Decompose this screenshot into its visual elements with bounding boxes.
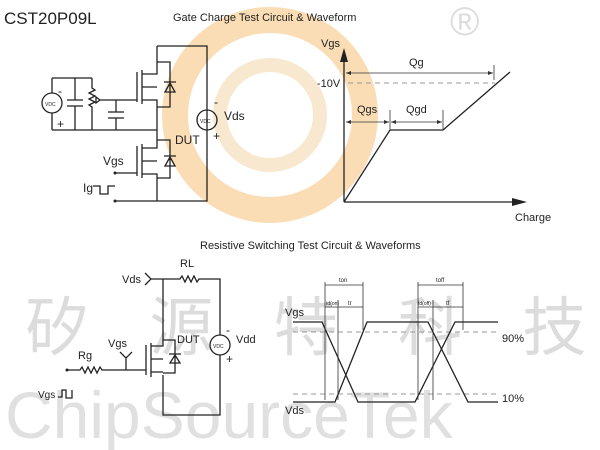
svg-text:+: + bbox=[226, 352, 233, 366]
svg-text:-: - bbox=[226, 323, 230, 337]
gate-charge-waveform: Vgs -10V Qg Qgs Qgd Charge bbox=[317, 38, 551, 224]
svg-text:tr: tr bbox=[348, 301, 352, 307]
svg-text:DUT: DUT bbox=[177, 334, 200, 346]
svg-text:-: - bbox=[58, 84, 62, 98]
registered-mark: ® bbox=[450, 0, 479, 44]
svg-text:+: + bbox=[213, 129, 220, 143]
svg-text:RL: RL bbox=[180, 258, 194, 270]
svg-text:-: - bbox=[214, 95, 218, 109]
svg-text:tf: tf bbox=[446, 301, 450, 307]
svg-text:ton: ton bbox=[339, 278, 347, 284]
switching-circuit: VDC - + Vds RL Vgs Rg DUT Vdd Vgs bbox=[38, 258, 256, 416]
ig-label: Ig bbox=[83, 181, 93, 195]
switching-waveform: ton td(on) tr toff td(off) tf Vgs Vds 90… bbox=[285, 278, 524, 417]
vds-label: Vds bbox=[224, 109, 245, 123]
svg-text:Vgs: Vgs bbox=[38, 390, 55, 401]
gate-charge-title: Gate Charge Test Circuit & Waveform bbox=[173, 12, 356, 24]
svg-text:10%: 10% bbox=[502, 393, 524, 405]
svg-text:-10V: -10V bbox=[317, 78, 341, 90]
svg-text:Vgs: Vgs bbox=[321, 38, 340, 50]
svg-text:td(on): td(on) bbox=[326, 301, 339, 307]
svg-text:Charge: Charge bbox=[515, 212, 551, 224]
svg-text:VDC: VDC bbox=[45, 102, 56, 108]
vgs-label: Vgs bbox=[103, 154, 124, 168]
svg-text:Vgs: Vgs bbox=[285, 307, 304, 319]
svg-text:Rg: Rg bbox=[78, 350, 92, 362]
part-number: CST20P09L bbox=[4, 9, 97, 28]
svg-text:VDC: VDC bbox=[213, 344, 224, 350]
svg-text:Vds: Vds bbox=[122, 274, 141, 286]
svg-text:+: + bbox=[57, 117, 64, 131]
gate-charge-circuit: VDC - + VDC - + Vds DUT Vgs Ig bbox=[41, 45, 245, 203]
svg-text:toff: toff bbox=[436, 278, 445, 284]
svg-text:td(off): td(off) bbox=[418, 301, 431, 307]
switching-title: Resistive Switching Test Circuit & Wavef… bbox=[200, 240, 421, 252]
dut-label: DUT bbox=[175, 133, 200, 147]
watermark-latin: ChipSourceTek bbox=[5, 378, 454, 450]
watermark-chinese: 矽 源 特 科 技 bbox=[25, 292, 600, 366]
svg-text:Qgd: Qgd bbox=[406, 104, 427, 116]
logo-watermark bbox=[162, 7, 378, 223]
svg-text:Qg: Qg bbox=[409, 57, 424, 69]
svg-text:Qgs: Qgs bbox=[357, 104, 378, 116]
svg-text:Vgs: Vgs bbox=[108, 338, 127, 350]
svg-text:VDC: VDC bbox=[200, 119, 211, 125]
svg-text:Vdd: Vdd bbox=[236, 334, 256, 346]
svg-text:90%: 90% bbox=[502, 333, 524, 345]
svg-text:Vds: Vds bbox=[285, 405, 304, 417]
